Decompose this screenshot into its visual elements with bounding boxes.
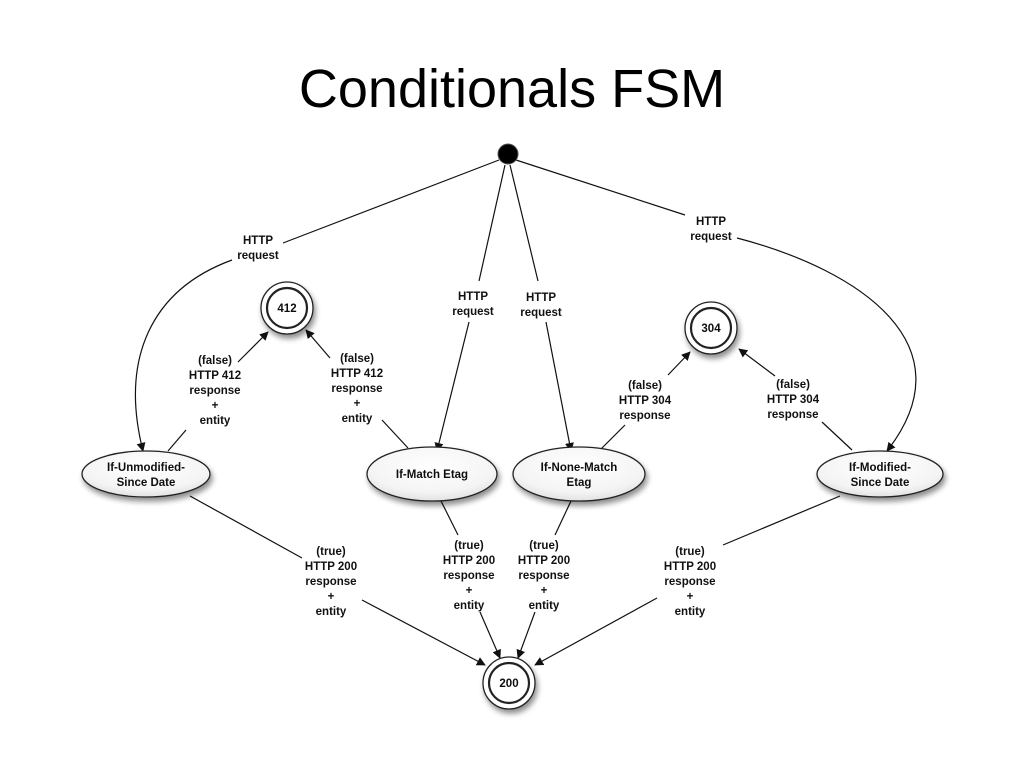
text-line: request (690, 231, 732, 243)
text-line: response (443, 570, 494, 582)
edge-match-to-200 (440, 500, 500, 658)
edge-start-to-unmodified (136, 159, 500, 451)
text-line: HTTP (696, 216, 726, 228)
text-line: (true) (454, 540, 484, 552)
edge-label-true-unmodified-200: (true) HTTP 200 response + entity (305, 546, 357, 618)
text-line: Since Date (117, 477, 176, 489)
text-line: + (354, 398, 361, 410)
text-line: (true) (316, 546, 346, 558)
text-line: request (520, 307, 562, 319)
slide-title: Conditionals FSM (298, 59, 726, 119)
text-line: response (331, 383, 382, 395)
text-line: response (664, 576, 715, 588)
edge-label-req-none-match: HTTP request (520, 292, 562, 319)
text-line: HTTP (458, 291, 488, 303)
state-200: 200 (482, 656, 536, 710)
text-line: (true) (675, 546, 705, 558)
state-304-label: 304 (701, 323, 721, 335)
state-if-unmodified-since: If-Unmodified- Since Date (81, 450, 211, 498)
edge-none-match-to-304 (599, 352, 690, 451)
text-line: If-Match Etag (396, 469, 468, 481)
text-line: Etag (567, 477, 592, 489)
text-line: entity (200, 415, 231, 427)
text-line: Since Date (851, 477, 910, 489)
text-line: + (212, 400, 219, 412)
state-412: 412 (260, 281, 314, 335)
edge-match-to-412 (306, 330, 409, 449)
text-line: HTTP (526, 292, 556, 304)
edge-label-true-modified-200: (true) HTTP 200 response + entity (664, 546, 716, 618)
text-line: (false) (340, 353, 374, 365)
text-line: response (189, 385, 240, 397)
edge-none-match-to-200 (518, 500, 572, 658)
state-if-match-etag: If-Match Etag (366, 446, 498, 502)
text-line: If-None-Match (541, 462, 618, 474)
text-line: + (541, 585, 548, 597)
edges (136, 159, 917, 665)
state-if-modified-since-label: If-Modified- Since Date (849, 462, 911, 489)
text-line: (true) (529, 540, 559, 552)
text-line: (false) (198, 355, 232, 367)
edge-modified-to-200 (535, 495, 841, 665)
text-line: response (305, 576, 356, 588)
text-line: + (687, 591, 694, 603)
text-line: HTTP 304 (619, 395, 672, 407)
text-line: entity (316, 606, 347, 618)
text-line: (false) (776, 379, 810, 391)
edge-modified-to-304 (739, 349, 853, 451)
state-412-label: 412 (277, 303, 296, 315)
text-line: (false) (628, 380, 662, 392)
text-line: HTTP 200 (664, 561, 716, 573)
edge-label-req-modified: HTTP request (690, 216, 732, 243)
edge-label-false-unmodified-412: (false) HTTP 412 response + entity (189, 355, 241, 427)
state-304: 304 (684, 301, 738, 355)
edge-label-false-modified-304: (false) HTTP 304 response (767, 379, 820, 421)
text-line: entity (529, 600, 560, 612)
text-line: entity (675, 606, 706, 618)
text-line: response (518, 570, 569, 582)
text-line: HTTP 412 (331, 368, 383, 380)
edge-start-to-modified (515, 159, 917, 451)
edge-label-false-match-412: (false) HTTP 412 response + entity (331, 353, 383, 425)
state-if-modified-since: If-Modified- Since Date (816, 450, 944, 498)
state-200-label: 200 (499, 678, 518, 690)
text-line: HTTP 304 (767, 394, 820, 406)
text-line: HTTP 200 (518, 555, 570, 567)
text-line: + (328, 591, 335, 603)
edge-unmodified-to-412 (167, 332, 268, 452)
text-line: entity (454, 600, 485, 612)
edge-unmodified-to-200 (189, 495, 485, 665)
edge-label-true-match-200: (true) HTTP 200 response + entity (443, 540, 495, 612)
text-line: + (466, 585, 473, 597)
text-line: If-Unmodified- (107, 462, 185, 474)
text-line: response (619, 410, 670, 422)
edge-start-to-match (437, 164, 506, 451)
initial-state (497, 143, 519, 165)
text-line: request (237, 250, 279, 262)
text-line: HTTP 200 (443, 555, 495, 567)
edge-label-req-match: HTTP request (452, 291, 494, 318)
text-line: If-Modified- (849, 462, 911, 474)
text-line: entity (342, 413, 373, 425)
text-line: HTTP 200 (305, 561, 357, 573)
edge-start-to-none-match (509, 164, 571, 451)
edge-label-req-unmodified: HTTP request (237, 235, 279, 262)
text-line: request (452, 306, 494, 318)
state-if-unmodified-since-label: If-Unmodified- Since Date (107, 462, 185, 489)
text-line: HTTP (243, 235, 273, 247)
edge-label-false-none-match-304: (false) HTTP 304 response (619, 380, 672, 422)
text-line: HTTP 412 (189, 370, 241, 382)
edge-labels: HTTP request HTTP request HTTP request HTTP… (189, 216, 820, 618)
edge-label-true-none-match-200: (true) HTTP 200 response + entity (518, 540, 570, 612)
state-if-match-etag-label: If-Match Etag (396, 469, 468, 481)
text-line: response (767, 409, 818, 421)
